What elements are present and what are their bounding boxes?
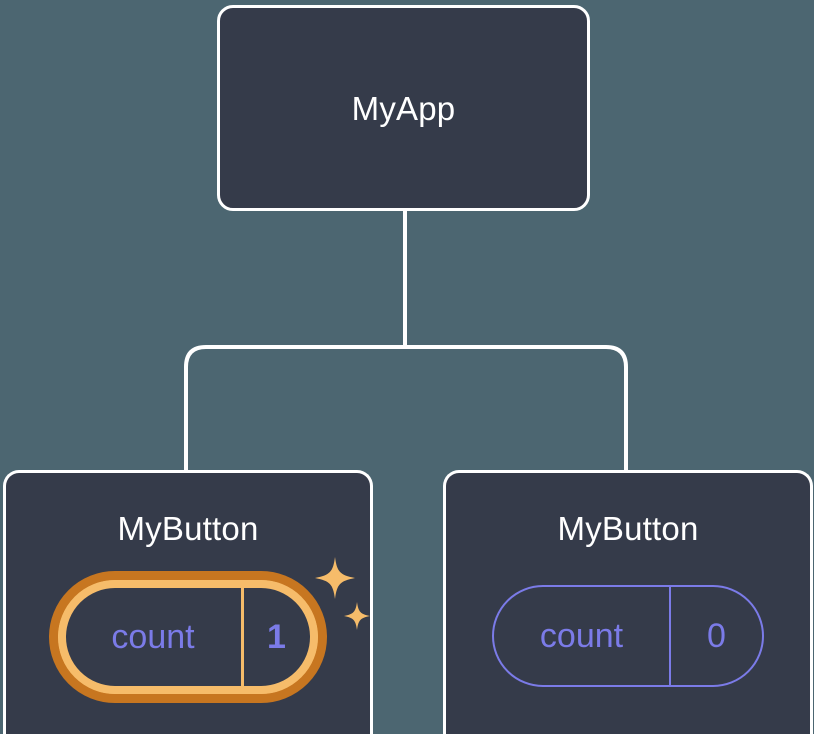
node-myapp[interactable]: MyApp [217,5,590,211]
node-title: MyButton [117,510,259,547]
node-title: MyButton [557,510,699,547]
node-mybutton-0[interactable]: MyButton count 1 [3,470,373,734]
state-badge[interactable]: count 0 [492,585,764,687]
state-badge-wrapper: count 1 [48,557,370,703]
state-badge-wrapper: count 0 [492,585,764,687]
state-key: count [111,618,195,656]
state-badge-inner: count 1 [57,580,318,694]
state-key: count [539,617,624,655]
state-value: 0 [669,587,762,685]
connector-bus [184,345,628,470]
state-value: 1 [240,588,310,686]
node-title: MyApp [351,89,456,127]
state-badge-highlighted[interactable]: count 1 [48,571,327,703]
node-mybutton-1[interactable]: MyButton count 0 [443,470,813,734]
